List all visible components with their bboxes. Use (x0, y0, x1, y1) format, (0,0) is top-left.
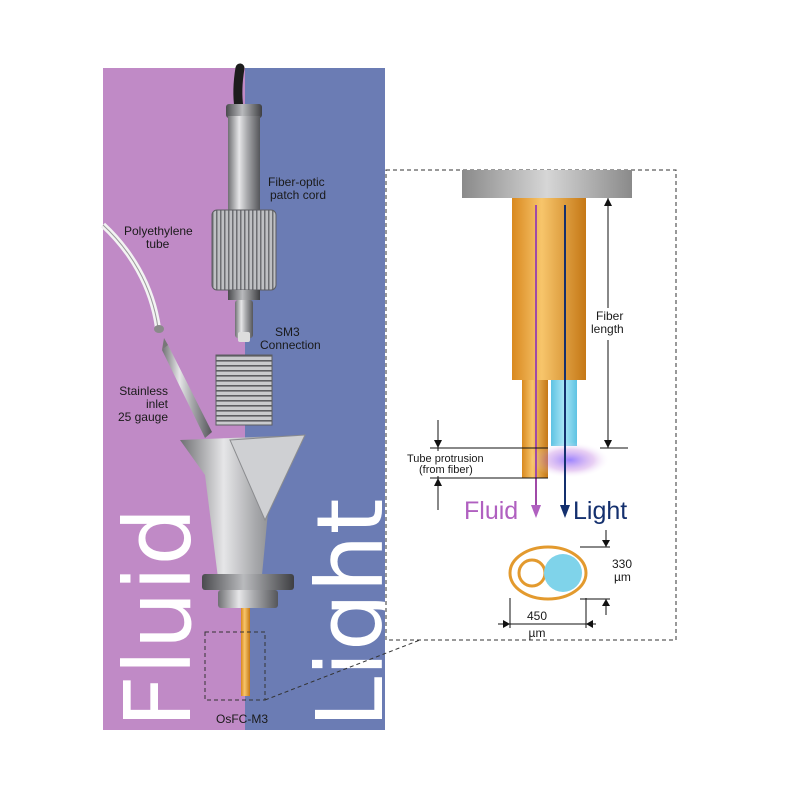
label-tube-protrusion: Tube protrusion(from fiber) (407, 453, 484, 476)
gold-tip (241, 608, 250, 696)
cross-section (508, 545, 588, 601)
accent-word-light: Light (573, 497, 627, 525)
label-product-name: OsFC-M3 (216, 712, 268, 726)
threaded-port (215, 354, 273, 426)
cannula-body (180, 434, 306, 608)
detail-light-glow (530, 442, 610, 478)
detail-ferrule (512, 198, 586, 380)
stainless-inlet (162, 338, 212, 438)
inset-marker-box (204, 631, 266, 701)
detail-cap (462, 170, 632, 198)
patch-cord-connector (211, 104, 277, 342)
big-word-fluid: Fluid (105, 507, 212, 728)
accent-word-fluid: Fluid (464, 497, 518, 525)
fiber-optic-cable (233, 63, 245, 113)
